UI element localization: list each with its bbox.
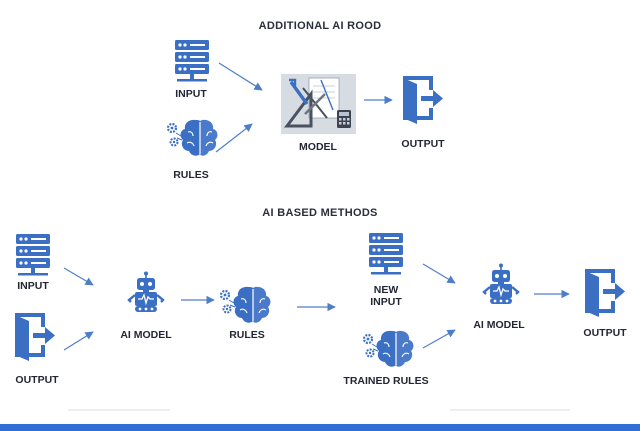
traditional-input-label: INPUT — [175, 88, 207, 100]
arrow-input-to-model — [218, 62, 263, 91]
ai-output-label: OUTPUT — [15, 374, 59, 386]
tools-icon — [281, 74, 356, 134]
new-input-label-line1: NEW — [374, 284, 399, 296]
new-input-label-line2: INPUT — [370, 296, 402, 308]
brain-gear-icon — [219, 285, 272, 324]
arrow-input-to-ai-model — [63, 267, 94, 286]
ai-rules-label: RULES — [229, 329, 265, 341]
bottom-accent-bar — [0, 424, 640, 431]
arrow-new-input-to-ai-model — [422, 263, 456, 284]
robot-icon — [127, 270, 165, 314]
traditional-rules-label: RULES — [173, 169, 209, 181]
exit-arrow-icon — [401, 76, 445, 126]
arrow-trained-rules-to-ai-model — [422, 329, 456, 349]
arrow-output-to-ai-model — [63, 331, 94, 351]
exit-arrow-icon — [13, 313, 57, 363]
brain-gear-icon — [362, 329, 415, 368]
ai-output2-label: OUTPUT — [583, 327, 627, 339]
server-icon — [175, 40, 209, 82]
traditional-model-label: MODEL — [299, 141, 338, 153]
robot-icon — [482, 262, 520, 306]
ai-model-label: AI MODEL — [120, 329, 172, 341]
traditional-output-label: OUTPUT — [401, 138, 445, 150]
trained-rules-label: TRAINED RULES — [343, 375, 428, 387]
ai-model2-label: AI MODEL — [473, 319, 525, 331]
ai-based-title: AI BASED METHODS — [262, 207, 377, 219]
brain-gear-icon — [166, 118, 219, 157]
server-icon — [369, 233, 403, 275]
exit-arrow-icon — [583, 269, 627, 319]
ai-input-label: INPUT — [17, 280, 49, 292]
arrow-rules-to-model — [215, 123, 253, 153]
traditional-title: ADDITIONAL AI ROOD — [259, 20, 382, 32]
server-icon — [16, 234, 50, 276]
